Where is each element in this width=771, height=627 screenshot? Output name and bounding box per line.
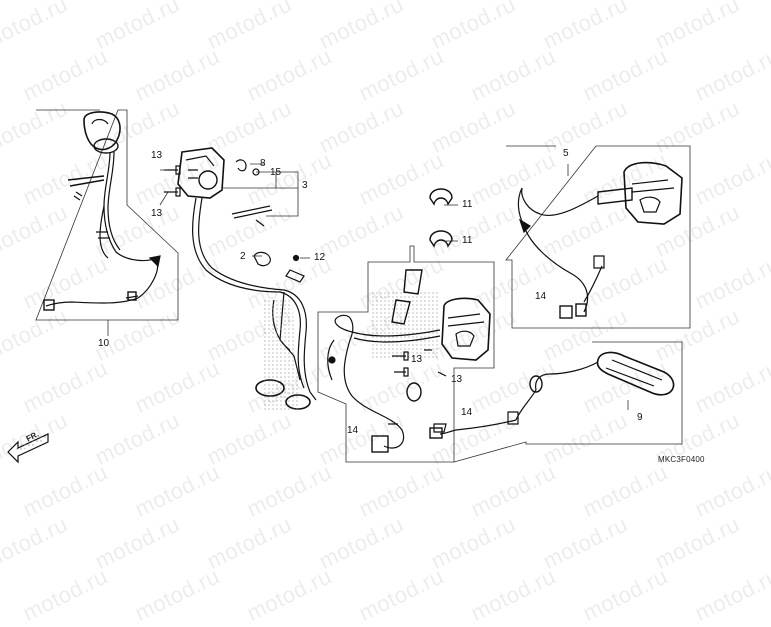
callout-10: 10	[98, 338, 110, 349]
callout-3: 3	[302, 180, 308, 191]
callout-9: 9	[637, 412, 643, 423]
callout-14: 14	[461, 407, 473, 418]
callout-8: 8	[260, 158, 266, 169]
callout-14: 14	[535, 291, 547, 302]
callout-12: 12	[314, 252, 326, 263]
callout-14: 14	[347, 425, 359, 436]
callout-13: 13	[411, 354, 423, 365]
grip-assembly	[429, 351, 675, 439]
upper-right-switch-assembly	[517, 161, 683, 319]
diagram-code: MKC3F0400	[658, 455, 705, 464]
group-box-grip	[453, 341, 683, 463]
front-direction-arrow	[7, 433, 49, 464]
callout-13: 13	[151, 208, 163, 219]
leader-lines	[107, 163, 629, 410]
diagram-drawing	[7, 109, 691, 464]
group-box-right	[505, 145, 691, 329]
callout-11: 11	[462, 235, 473, 246]
group-box-left	[35, 109, 179, 321]
group-box-center	[317, 245, 495, 463]
callout-5: 5	[563, 148, 569, 159]
small-hardware	[164, 159, 453, 283]
dotted-shading-left	[262, 300, 300, 410]
right-switch-assembly	[327, 269, 491, 453]
callout-15: 15	[270, 167, 282, 178]
callout-11: 11	[462, 199, 473, 210]
callout-2: 2	[240, 251, 246, 262]
callout-13: 13	[451, 374, 463, 385]
callout-13: 13	[151, 150, 163, 161]
left-switch-assembly	[43, 111, 161, 311]
